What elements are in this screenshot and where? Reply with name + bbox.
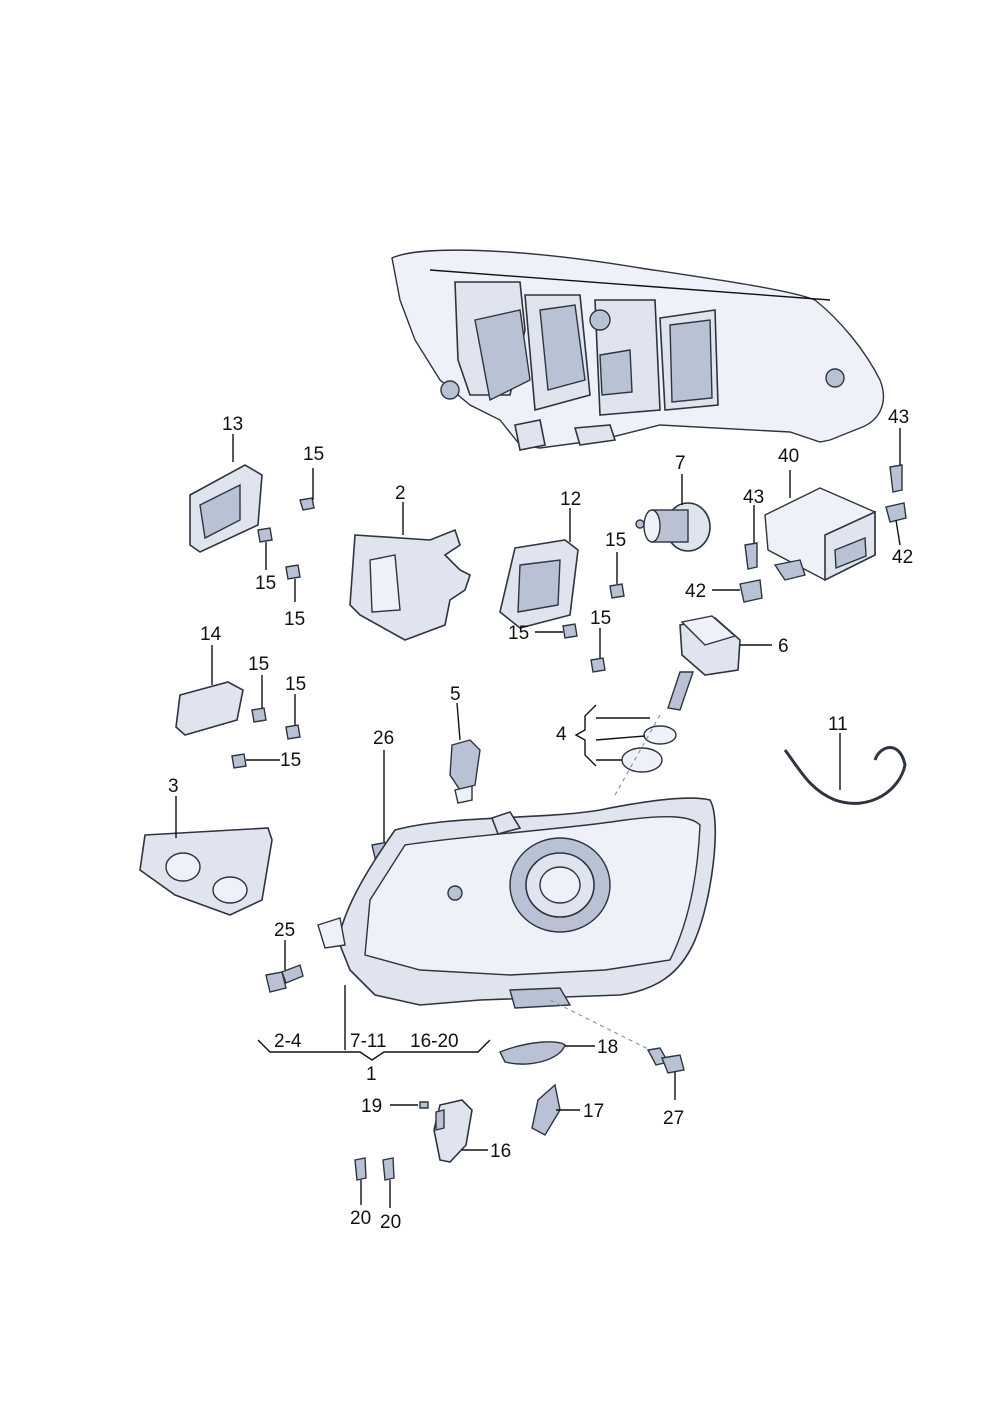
part-15-screw-h: 15 <box>285 674 306 740</box>
callout-4: 4 <box>556 724 567 745</box>
callout-26: 26 <box>373 728 394 749</box>
callout-15-e: 15 <box>605 530 626 551</box>
part-15-screw-d: 15 <box>508 623 578 644</box>
callout-27: 27 <box>663 1108 684 1129</box>
callout-16: 16 <box>490 1141 511 1162</box>
part-4-seal-rings: 4 <box>556 704 677 773</box>
callout-15-b: 15 <box>255 573 276 594</box>
callout-40: 40 <box>778 446 799 467</box>
callout-43-b: 43 <box>743 487 764 508</box>
part-43-screw-a: 43 <box>888 407 909 493</box>
part-13-ballast-unit: 13 <box>189 414 263 553</box>
part-18-cover-cap: 18 <box>499 1037 618 1065</box>
part-11-wiring-harness: 11 <box>783 714 907 805</box>
callout-14: 14 <box>200 624 222 645</box>
part-20-screw-b: 20 <box>380 1157 401 1233</box>
part-2-bracket: 2 <box>349 483 471 641</box>
part-20-screw-a: 20 <box>350 1157 371 1229</box>
part-7-adjustment-motor: 7 <box>635 453 711 552</box>
callout-17: 17 <box>583 1101 604 1122</box>
part-42-clip-a: 42 <box>885 502 913 568</box>
callout-11: 11 <box>828 714 848 735</box>
callout-15-d: 15 <box>508 623 529 644</box>
callout-20-a: 20 <box>350 1208 371 1229</box>
callout-1: 1 <box>366 1064 377 1085</box>
callout-15-g: 15 <box>248 654 269 675</box>
callout-43-a: 43 <box>888 407 909 428</box>
part-15-screw-b: 15 <box>255 527 276 594</box>
part-15-screw-i: 15 <box>231 750 301 771</box>
callout-2-4: 2-4 <box>274 1031 302 1052</box>
part-15-screw-e: 15 <box>605 530 626 599</box>
callout-25: 25 <box>274 920 295 941</box>
callout-15-h: 15 <box>285 674 306 695</box>
callout-20-b: 20 <box>380 1212 401 1233</box>
callout-42-b: 42 <box>685 581 706 602</box>
callout-15-i: 15 <box>280 750 301 771</box>
part-3-lens-frame: 3 <box>139 776 273 916</box>
callout-42-a: 42 <box>892 547 913 568</box>
callout-2: 2 <box>395 483 406 504</box>
part-16-washer-nozzle: 16 <box>433 1099 511 1163</box>
part-40-control-unit: 40 <box>764 446 876 582</box>
part-15-screw-f: 15 <box>590 608 611 673</box>
callout-5: 5 <box>450 684 461 705</box>
callout-15-a: 15 <box>303 444 324 465</box>
part-15-screw-c: 15 <box>284 564 305 630</box>
part-19-pin: 19 <box>361 1096 429 1117</box>
part-12-ballast-unit: 12 <box>499 489 581 629</box>
group-bracket-1: 2-4 7-11 16-20 1 <box>257 985 491 1085</box>
callout-6: 6 <box>778 636 789 657</box>
headlight-assembly-front <box>317 797 717 1009</box>
headlight-housing-rear-view <box>391 249 884 451</box>
part-27-screw: 27 <box>646 1047 685 1129</box>
part-43-screw-b: 43 <box>743 487 764 570</box>
part-15-screw-g: 15 <box>248 654 269 723</box>
callout-18: 18 <box>597 1037 618 1058</box>
part-25-screw: 25 <box>265 920 304 993</box>
part-15-screw-a: 15 <box>299 444 324 511</box>
callout-19: 19 <box>361 1096 382 1117</box>
part-5-halogen-bulb: 5 <box>449 684 481 804</box>
part-42-clip-b: 42 <box>685 579 763 603</box>
part-14-control-module: 14 <box>175 624 244 736</box>
part-17-bracket-clip: 17 <box>531 1083 604 1136</box>
callout-12: 12 <box>560 489 581 510</box>
part-6-gas-discharge-bulb: 6 <box>667 615 789 711</box>
callout-15-c: 15 <box>284 609 305 630</box>
callout-7: 7 <box>675 453 686 474</box>
callout-16-20: 16-20 <box>410 1031 459 1052</box>
callout-3: 3 <box>168 776 179 797</box>
callout-7-11: 7-11 <box>350 1031 387 1052</box>
callout-13: 13 <box>222 414 243 435</box>
callout-15-f: 15 <box>590 608 611 629</box>
